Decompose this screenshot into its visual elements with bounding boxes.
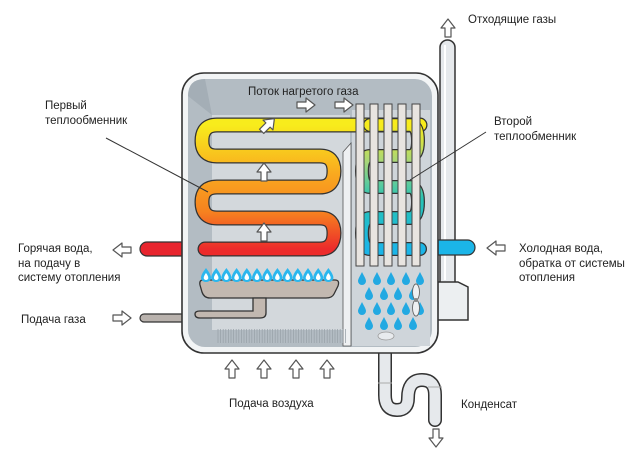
burner <box>194 279 340 319</box>
gas-in-arrow-icon <box>112 310 132 326</box>
air-in-arrow-icon <box>256 359 272 379</box>
air-in-arrow-icon <box>319 359 335 379</box>
condensate-label: Конденсат <box>461 399 518 411</box>
fin-tube <box>383 103 393 267</box>
exhaust-gases-label: Отходящие газы <box>468 14 557 26</box>
fin-tube <box>397 103 407 267</box>
hot-water-label: Горячая вода, на подачу в систему отопле… <box>18 243 121 284</box>
fin-tube <box>411 103 421 267</box>
second-heat-exchanger-label: Второй теплообменник <box>494 116 577 143</box>
second-exchanger-leader-line <box>409 131 487 181</box>
condensate-arrow-icon <box>428 428 444 448</box>
first-heat-exchanger-label: Первый теплообменник <box>45 100 128 127</box>
fin-tube <box>355 103 365 267</box>
gas-supply-label: Подача газа <box>21 314 86 326</box>
air-intake-grille <box>217 329 346 343</box>
condensate-trap-pipe <box>378 343 442 427</box>
fin-tubes <box>355 103 421 267</box>
fin-tube <box>369 103 379 267</box>
cold-water-label: Холодная вода, обратка от системы отопле… <box>519 243 625 284</box>
exhaust-arrow-icon <box>440 18 456 38</box>
cold-water-in-arrow-icon <box>486 240 506 256</box>
fan-housing <box>436 281 469 321</box>
air-in-arrow-icon <box>224 359 240 379</box>
condensate-drain <box>377 331 395 341</box>
first-exchanger-leader-line <box>105 137 209 193</box>
heated-gas-flow-label: Поток нагретого газа <box>248 86 359 98</box>
air-in-arrow-icon <box>288 359 304 379</box>
air-supply-label: Подача воздуха <box>229 398 314 410</box>
first-heat-exchanger-coil <box>194 117 428 257</box>
fan-icon <box>412 283 420 317</box>
